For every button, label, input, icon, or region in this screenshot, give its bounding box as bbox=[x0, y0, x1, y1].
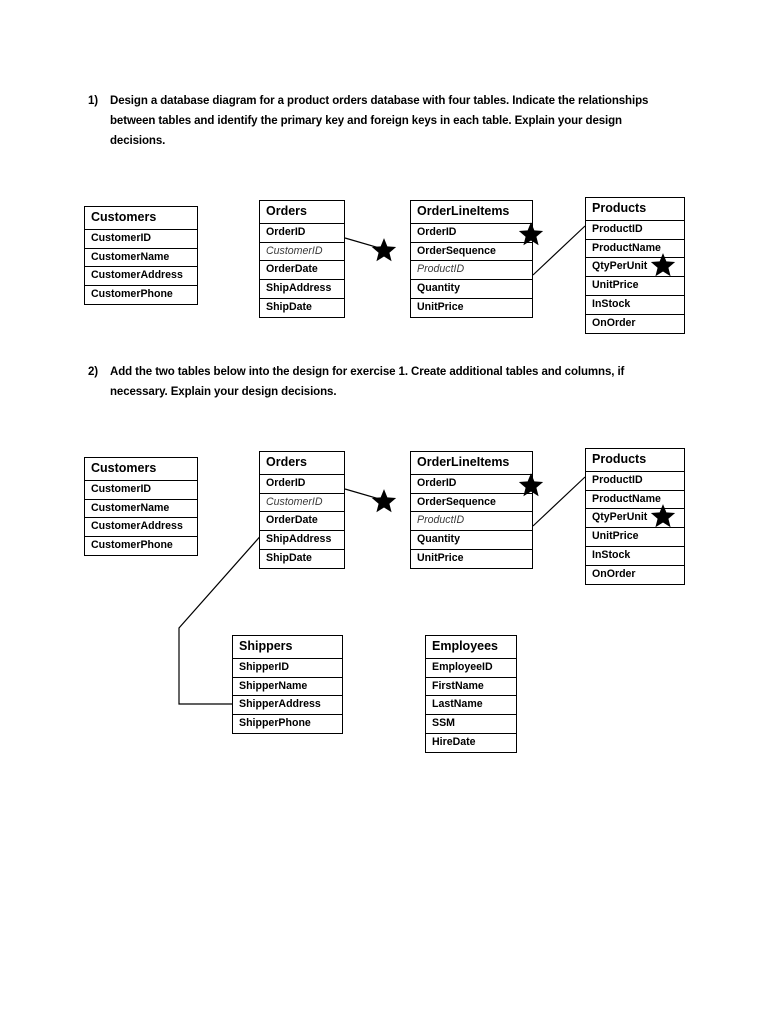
entity-table-orderlineitems: OrderLineItems OrderID OrderSequence Pro… bbox=[410, 200, 533, 319]
entity-table-orderlineitems: OrderLineItems OrderID OrderSequence Pro… bbox=[410, 451, 533, 570]
entity-field: CustomerAddress bbox=[85, 518, 197, 538]
entity-field: ShipperAddress bbox=[233, 696, 342, 716]
entity-field: OrderDate bbox=[260, 261, 344, 281]
entity-title: Products bbox=[586, 198, 684, 221]
exercise-2-number: 2) bbox=[88, 366, 99, 378]
entity-field: CustomerName bbox=[85, 500, 197, 519]
star-icon bbox=[518, 221, 544, 247]
entity-field: EmployeeID bbox=[426, 659, 516, 678]
entity-title: Orders bbox=[260, 452, 344, 475]
entity-field: OrderID bbox=[411, 475, 532, 494]
exercise-2-prompt: 2) Add the two tables below into the des… bbox=[88, 363, 680, 403]
entity-field: FirstName bbox=[426, 678, 516, 697]
entity-field: CustomerPhone bbox=[91, 539, 173, 552]
entity-field: ShipDate bbox=[266, 552, 312, 565]
entity-field: ShipAddress bbox=[260, 531, 344, 551]
entity-table-orders: Orders OrderID CustomerID OrderDate Ship… bbox=[259, 200, 345, 319]
entity-field: Quantity bbox=[411, 531, 532, 551]
entity-field: ShipperPhone bbox=[239, 717, 311, 730]
entity-field: UnitPrice bbox=[586, 277, 684, 297]
entity-field: QtyPerUnit bbox=[586, 258, 684, 278]
entity-field: OrderSequence bbox=[411, 494, 532, 513]
entity-field: OrderID bbox=[260, 475, 344, 494]
exercise-2-text: Add the two tables below into the design… bbox=[110, 366, 625, 398]
entity-field-foreign-key: CustomerID bbox=[260, 494, 344, 513]
entity-field: CustomerName bbox=[85, 249, 197, 268]
entity-field: ProductID bbox=[586, 472, 684, 491]
exercise-1-text: Design a database diagram for a product … bbox=[110, 95, 649, 147]
entity-field: Quantity bbox=[411, 280, 532, 300]
entity-field: UnitPrice bbox=[586, 528, 684, 548]
entity-field: InStock bbox=[586, 296, 684, 316]
entity-field: OrderID bbox=[260, 224, 344, 243]
entity-title: Customers bbox=[85, 207, 197, 230]
entity-field: ShipperName bbox=[233, 678, 342, 697]
star-icon bbox=[650, 252, 676, 278]
entity-title: OrderLineItems bbox=[411, 452, 532, 475]
entity-field: CustomerID bbox=[85, 481, 197, 500]
entity-field: QtyPerUnit bbox=[586, 509, 684, 529]
entity-table-orders: Orders OrderID CustomerID OrderDate Ship… bbox=[259, 451, 345, 570]
entity-title: Shippers bbox=[233, 636, 342, 659]
star-icon bbox=[650, 503, 676, 529]
entity-field: ShipDate bbox=[266, 301, 312, 314]
entity-field: CustomerAddress bbox=[85, 267, 197, 287]
entity-table-shippers: Shippers ShipperID ShipperName ShipperAd… bbox=[232, 635, 343, 735]
entity-field-foreign-key: ProductID bbox=[411, 512, 532, 532]
entity-field: InStock bbox=[586, 547, 684, 567]
entity-title: Products bbox=[586, 449, 684, 472]
entity-title: OrderLineItems bbox=[411, 201, 532, 224]
entity-field: ShipAddress bbox=[260, 280, 344, 300]
exercise-1-number: 1) bbox=[88, 95, 99, 107]
exercise-1-prompt: 1) Design a database diagram for a produ… bbox=[88, 92, 680, 151]
entity-table-customers: Customers CustomerID CustomerName Custom… bbox=[84, 457, 198, 557]
entity-field: CustomerID bbox=[85, 230, 197, 249]
entity-field: UnitPrice bbox=[417, 301, 464, 314]
star-icon bbox=[518, 472, 544, 498]
entity-table-employees: Employees EmployeeID FirstName LastName … bbox=[425, 635, 517, 754]
entity-field: CustomerPhone bbox=[91, 288, 173, 301]
star-icon bbox=[371, 237, 397, 263]
star-icon bbox=[371, 488, 397, 514]
entity-field: LastName bbox=[426, 696, 516, 716]
entity-field: OnOrder bbox=[592, 317, 636, 330]
entity-field: OrderDate bbox=[260, 512, 344, 532]
entity-field: UnitPrice bbox=[417, 552, 464, 565]
entity-field: OrderID bbox=[411, 224, 532, 243]
entity-field: HireDate bbox=[432, 736, 476, 749]
entity-title: Customers bbox=[85, 458, 197, 481]
entity-field: SSM bbox=[426, 715, 516, 735]
entity-field: ProductName bbox=[586, 491, 684, 510]
entity-field: ShipperID bbox=[233, 659, 342, 678]
entity-field: OnOrder bbox=[592, 568, 636, 581]
entity-title: Employees bbox=[426, 636, 516, 659]
entity-field: ProductID bbox=[586, 221, 684, 240]
entity-table-customers: Customers CustomerID CustomerName Custom… bbox=[84, 206, 198, 306]
entity-field: OrderSequence bbox=[411, 243, 532, 262]
entity-title: Orders bbox=[260, 201, 344, 224]
entity-field-foreign-key: ProductID bbox=[411, 261, 532, 281]
entity-field-foreign-key: CustomerID bbox=[260, 243, 344, 262]
entity-field: ProductName bbox=[586, 240, 684, 259]
